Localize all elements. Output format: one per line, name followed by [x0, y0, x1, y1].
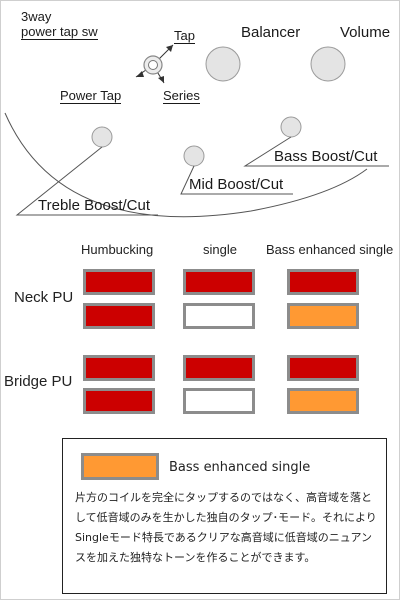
- bass-knob: [280, 116, 302, 138]
- legend-panel: Bass enhanced single 片方のコイルを完全にタップするのではな…: [62, 438, 387, 594]
- coil-swatch: [287, 303, 359, 329]
- legend-label: Bass enhanced single: [169, 460, 311, 475]
- switch-icon: [135, 44, 174, 84]
- coil-swatch: [183, 269, 255, 295]
- balancer-label: Balancer: [241, 24, 301, 41]
- coil-swatch: [83, 388, 155, 414]
- legend-description: 片方のコイルを完全にタップするのではなく、高音域を落として低音域のみを生かした独…: [75, 491, 377, 564]
- col-header-bass-enhanced: Bass enhanced single: [266, 242, 394, 257]
- body-outline: [4, 112, 368, 218]
- coil-swatch: [183, 355, 255, 381]
- coil-swatch: [287, 355, 359, 381]
- coil-swatch: [83, 355, 155, 381]
- switch-title-line1: 3way: [21, 9, 52, 24]
- bass-leader: [243, 136, 389, 167]
- row-label-neck: Neck PU: [14, 289, 74, 306]
- coil-swatch: [287, 269, 359, 295]
- treble-knob: [91, 126, 113, 148]
- coil-swatch: [83, 269, 155, 295]
- volume-label: Volume: [340, 24, 391, 41]
- tap-label: Tap: [174, 28, 195, 44]
- coil-swatch: [83, 303, 155, 329]
- coil-swatch: [183, 388, 255, 414]
- col-header-humbucking: Humbucking: [81, 242, 154, 257]
- mid-label: Mid Boost/Cut: [189, 176, 284, 193]
- volume-knob: [310, 46, 346, 82]
- switch-title-line2: power tap sw: [21, 24, 98, 40]
- balancer-knob: [205, 46, 241, 82]
- row-label-bridge: Bridge PU: [4, 373, 73, 390]
- treble-label: Treble Boost/Cut: [38, 197, 150, 214]
- coil-swatch: [287, 388, 359, 414]
- mid-leader: [180, 165, 293, 195]
- power-tap-label: Power Tap: [60, 88, 122, 104]
- series-label: Series: [163, 88, 200, 104]
- treble-leader: [15, 146, 158, 216]
- legend-swatch: [81, 453, 159, 480]
- col-header-single: single: [203, 242, 237, 257]
- coil-swatch: [183, 303, 255, 329]
- bass-label: Bass Boost/Cut: [274, 148, 378, 165]
- mid-knob: [183, 145, 205, 167]
